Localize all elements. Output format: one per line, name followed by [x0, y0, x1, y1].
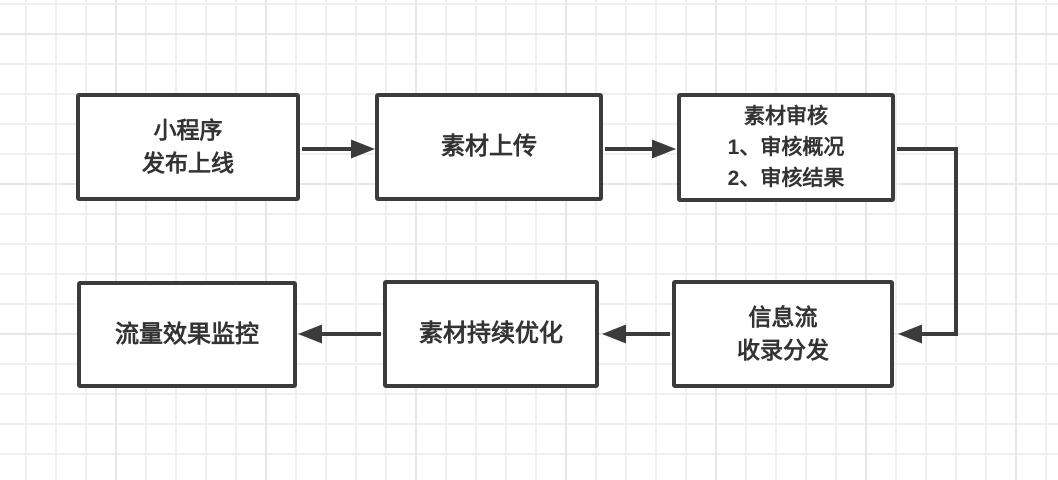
- node-label: 素材持续优化: [419, 320, 563, 347]
- node-label: 信息流 收录分发: [737, 304, 829, 363]
- flow-node-miniprogram-launch[interactable]: 小程序 发布上线: [76, 93, 300, 201]
- node-label: 小程序 发布上线: [142, 117, 234, 176]
- flow-node-material-upload[interactable]: 素材上传: [375, 93, 603, 201]
- edge-node2-node3[interactable]: [605, 139, 676, 159]
- arrow-right-icon: [652, 139, 676, 159]
- arrow-left-icon: [298, 324, 322, 344]
- edge-node4-node5[interactable]: [602, 324, 670, 344]
- flow-node-material-optimization[interactable]: 素材持续优化: [383, 280, 599, 388]
- arrow-left-icon: [602, 324, 626, 344]
- edge-node5-node6[interactable]: [298, 324, 381, 344]
- arrow-left-icon: [898, 324, 922, 344]
- edge-node1-node2[interactable]: [302, 139, 375, 159]
- flow-node-feed-distribution[interactable]: 信息流 收录分发: [672, 280, 894, 388]
- node-label: 素材审核 1、审核概况 2、审核结果: [727, 105, 845, 190]
- node-label: 流量效果监控: [115, 320, 259, 348]
- flow-node-material-review[interactable]: 素材审核 1、审核概况 2、审核结果: [677, 93, 895, 202]
- node-label: 素材上传: [441, 133, 537, 160]
- edge-line: [897, 147, 958, 336]
- edge-node3-node4[interactable]: [897, 147, 958, 344]
- flow-node-traffic-monitoring[interactable]: 流量效果监控: [77, 281, 297, 388]
- arrow-right-icon: [351, 139, 375, 159]
